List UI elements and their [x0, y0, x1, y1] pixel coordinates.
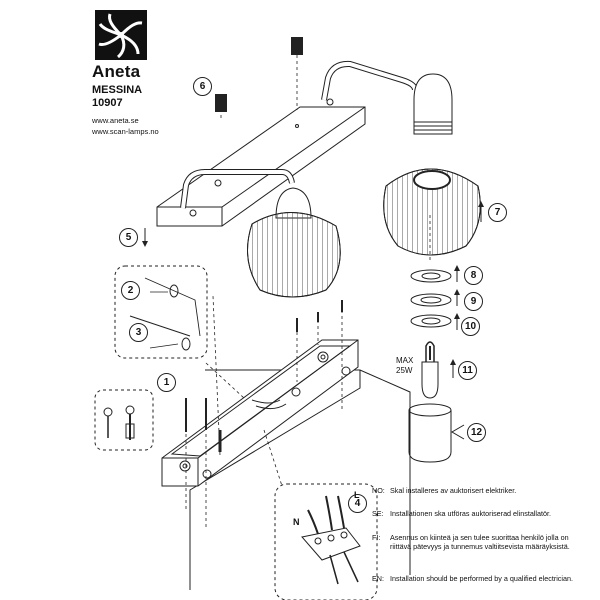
socket-cover — [408, 403, 452, 463]
wattage-label: 25W — [396, 366, 413, 375]
step-badge: 10 — [461, 317, 480, 336]
guide-lines — [185, 55, 431, 530]
shade-ring-10 — [410, 314, 452, 328]
step-badge: 7 — [488, 203, 507, 222]
wall-bracket — [156, 98, 366, 227]
wire-label-live: L — [354, 490, 360, 500]
step-badge: 9 — [464, 292, 483, 311]
install-note-se: SE: Installationen ska utföras auktorise… — [372, 509, 552, 518]
product-code: 10907 — [92, 97, 123, 109]
light-bulb — [421, 341, 439, 399]
max-label: MAX — [396, 356, 414, 365]
install-note-en: EN: Installation should be performed by … — [372, 574, 573, 583]
step-badge: 6 — [193, 77, 212, 96]
lamp-arm-front — [180, 169, 295, 209]
website-url[interactable]: www.aneta.se — [92, 116, 139, 125]
lamp-arm-back — [321, 60, 418, 101]
website-url[interactable]: www.scan-lamps.no — [92, 127, 159, 136]
screw-detail — [94, 389, 154, 451]
step-badge: 5 — [119, 228, 138, 247]
step-arrows — [142, 201, 484, 440]
mounting-base-plate — [161, 339, 359, 487]
step-badge: 4 — [348, 494, 367, 513]
step-badge: 11 — [458, 361, 477, 380]
shade-ring-8 — [410, 269, 452, 283]
lamp-shade-front — [247, 187, 341, 298]
detail-callout-box — [114, 265, 208, 359]
step-badge: 12 — [467, 423, 486, 442]
screws — [185, 37, 343, 452]
install-note-no: NO: Skal installeres av auktorisert elek… — [372, 486, 517, 495]
wire-label-neutral: N — [293, 517, 300, 527]
lamp-holder-back — [413, 73, 453, 135]
step-badge: 1 — [157, 373, 176, 392]
terminal-block-detail — [274, 483, 378, 600]
lamp-shade-back — [383, 168, 481, 256]
step-badge: 2 — [121, 281, 140, 300]
washer-ring-9 — [410, 293, 452, 307]
aneta-logo-icon — [95, 10, 147, 60]
install-note-fi: FI: Asennus on kiinteä ja sen tulee suor… — [372, 533, 570, 551]
step-badge: 3 — [129, 323, 148, 342]
product-model: MESSINA — [92, 84, 143, 96]
max-wattage-label: MAX 25W — [396, 356, 413, 376]
step-badge: 8 — [464, 266, 483, 285]
brand-name: Aneta — [92, 62, 141, 81]
